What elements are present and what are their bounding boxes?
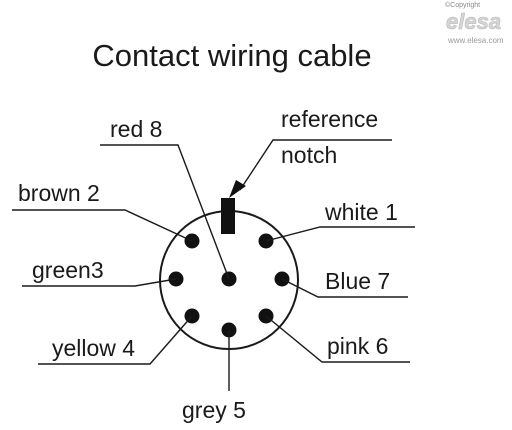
- leader-red-8: [100, 144, 230, 280]
- leader-blue-7: [281, 278, 408, 298]
- label-pink-6: pink 6: [327, 333, 388, 359]
- leader-brown-2: [12, 209, 193, 242]
- reference-notch-arrow-head: [229, 180, 246, 198]
- label-green-3: green3: [32, 257, 104, 283]
- watermark-copyright: ©Copyright: [445, 1, 480, 9]
- watermark-url: www.elesa.com: [447, 36, 504, 45]
- elesa-watermark: ©Copyright elesa www.elesa.com: [445, 1, 504, 45]
- leader-white-1: [265, 226, 415, 242]
- label-reference: reference: [281, 106, 378, 132]
- reference-notch-key: [221, 198, 235, 234]
- label-red-8: red 8: [110, 116, 162, 142]
- leader-green-3: [22, 278, 177, 287]
- watermark-brand-logo: elesa: [446, 9, 501, 34]
- leader-reference-notch: [239, 139, 392, 191]
- leader-yellow-4: [38, 315, 193, 365]
- label-notch: notch: [281, 142, 337, 168]
- label-brown-2: brown 2: [18, 180, 100, 206]
- label-white-1: white 1: [324, 199, 398, 225]
- diagram-title: Contact wiring cable: [92, 38, 371, 73]
- leader-pink-6: [265, 315, 410, 363]
- label-grey-5: grey 5: [182, 397, 246, 423]
- label-blue-7: Blue 7: [325, 268, 390, 294]
- label-yellow-4: yellow 4: [52, 335, 135, 361]
